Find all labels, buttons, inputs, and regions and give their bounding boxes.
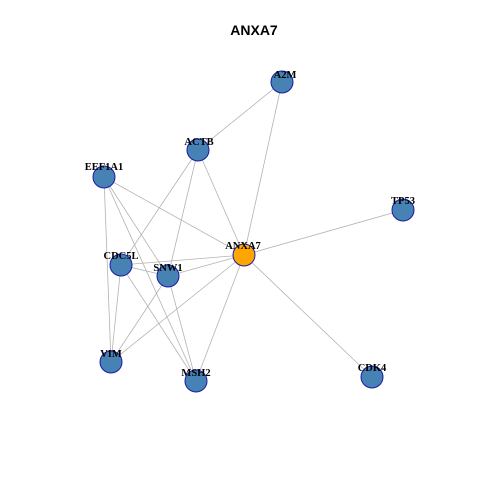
edge-anxa7-cdk4 <box>243 254 373 378</box>
edge-cdc5l-vim <box>110 264 122 363</box>
node-anxa7: ANXA7 <box>225 241 261 267</box>
edge-eef1a1-anxa7 <box>103 176 245 256</box>
node-circle-a2m <box>270 70 294 94</box>
edge-anxa7-snw1 <box>167 254 245 277</box>
node-label-tp53: TP53 <box>391 196 415 207</box>
edge-actb-snw1 <box>167 149 199 277</box>
node-msh2: MSH2 <box>181 368 211 393</box>
node-eef1a1: EEF1A1 <box>85 162 124 189</box>
edge-layer <box>103 81 404 382</box>
edge-eef1a1-snw1 <box>103 176 169 277</box>
edge-anxa7-msh2 <box>195 254 245 382</box>
node-tp53: TP53 <box>391 196 415 222</box>
node-label-cdk4: CDK4 <box>358 363 387 374</box>
node-circle-eef1a1 <box>92 165 116 189</box>
node-label-cdc5l: CDC5L <box>103 251 138 262</box>
edge-snw1-vim <box>110 275 169 363</box>
node-circle-vim <box>99 350 123 374</box>
node-cdk4: CDK4 <box>358 363 387 389</box>
node-label-vim: VIM <box>100 349 122 360</box>
edge-eef1a1-vim <box>103 176 112 363</box>
edge-anxa7-cdc5l <box>120 254 245 266</box>
node-label-snw1: SNW1 <box>153 263 182 274</box>
node-vim: VIM <box>99 349 123 374</box>
node-circle-snw1 <box>156 264 180 288</box>
node-label-a2m: A2M <box>274 70 297 81</box>
edge-cdc5l-msh2 <box>120 264 197 382</box>
node-label-anxa7: ANXA7 <box>225 241 261 252</box>
node-actb: ACTB <box>184 137 214 162</box>
node-circle-actb <box>186 138 210 162</box>
node-label-eef1a1: EEF1A1 <box>85 162 124 173</box>
edge-a2m-actb <box>197 81 283 151</box>
edge-actb-anxa7 <box>197 149 245 256</box>
diagram-title: ANXA7 <box>230 22 278 38</box>
node-circle-cdk4 <box>360 365 384 389</box>
node-circle-tp53 <box>391 198 415 222</box>
node-label-actb: ACTB <box>184 137 213 148</box>
edge-anxa7-vim <box>110 254 245 363</box>
edge-a2m-anxa7 <box>243 81 283 256</box>
edge-tp53-anxa7 <box>243 209 404 256</box>
edge-snw1-msh2 <box>167 275 197 382</box>
edge-eef1a1-msh2 <box>103 176 197 382</box>
node-label-msh2: MSH2 <box>181 368 210 379</box>
node-a2m: A2M <box>270 70 297 94</box>
node-cdc5l: CDC5L <box>103 251 139 277</box>
node-circle-anxa7 <box>232 243 256 267</box>
node-circle-msh2 <box>184 369 208 393</box>
node-circle-cdc5l <box>109 253 133 277</box>
node-snw1: SNW1 <box>153 263 183 288</box>
